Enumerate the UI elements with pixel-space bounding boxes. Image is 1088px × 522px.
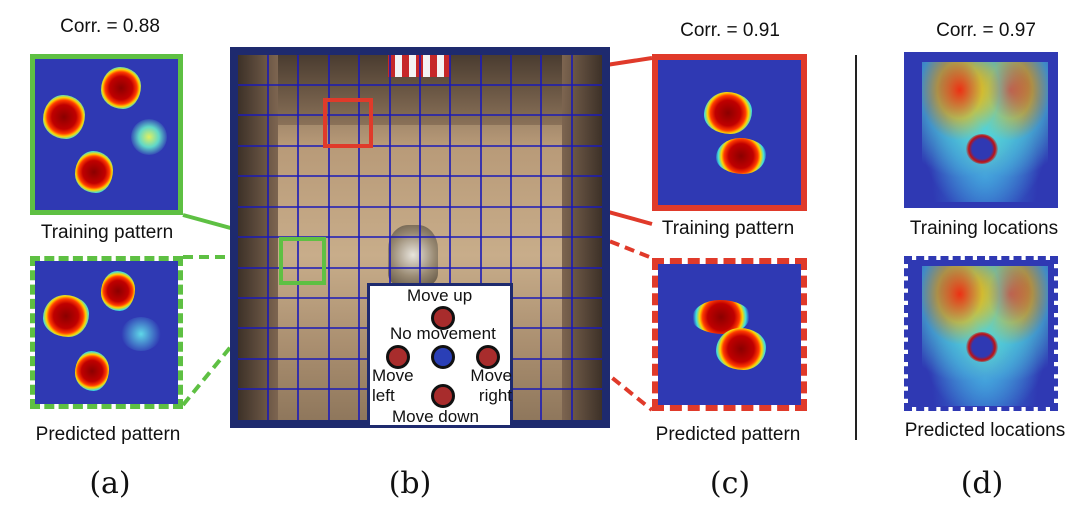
legend-move-left: Move left <box>372 366 414 405</box>
panel-c-predicted-heatmap <box>652 258 807 411</box>
red-selected-cell <box>323 98 373 148</box>
panel-d-predicted-heatmap <box>904 256 1058 411</box>
panel-a-caption: (a) <box>89 466 131 501</box>
legend-right-dot <box>476 345 500 369</box>
panel-c-corr: Corr. = 0.91 <box>680 20 780 41</box>
panel-a-predicted-heatmap <box>30 256 183 409</box>
panel-d-training-heatmap <box>904 52 1058 208</box>
panel-d-training-label: Training locations <box>909 218 1059 239</box>
panel-d-corr: Corr. = 0.97 <box>936 20 1036 41</box>
panel-c-training-label: Training pattern <box>661 218 795 239</box>
panel-a-corr: Corr. = 0.88 <box>60 16 160 37</box>
movement-legend: Move up No movement Move left Move right… <box>367 283 513 428</box>
panel-c-caption: (c) <box>709 466 751 501</box>
panel-d-predicted-label: Predicted locations <box>904 420 1066 441</box>
legend-center-dot <box>431 345 455 369</box>
legend-down-dot <box>431 384 455 408</box>
panel-c-training-heatmap <box>652 54 807 211</box>
grid-overlay <box>238 55 602 420</box>
panel-b-caption: (b) <box>388 466 432 501</box>
legend-move-right: Move right <box>470 366 512 405</box>
flag <box>388 55 450 77</box>
legend-up-dot <box>431 306 455 330</box>
panel-a-training-label: Training pattern <box>40 222 174 243</box>
legend-move-down: Move down <box>392 407 479 426</box>
legend-left-dot <box>386 345 410 369</box>
legend-no-movement: No movement <box>390 324 496 343</box>
green-selected-cell <box>279 237 326 285</box>
panel-a-training-heatmap <box>30 54 183 215</box>
panel-d-caption: (d) <box>960 466 1004 501</box>
info-booth <box>388 225 438 285</box>
legend-move-up: Move up <box>407 286 473 305</box>
panel-c-predicted-label: Predicted pattern <box>655 424 801 445</box>
panel-a-predicted-label: Predicted pattern <box>35 424 181 445</box>
